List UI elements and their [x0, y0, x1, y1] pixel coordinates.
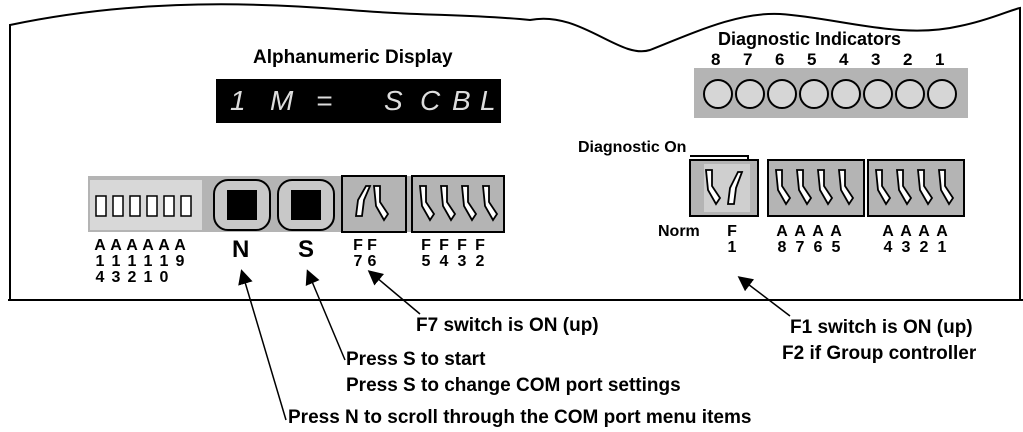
rocker-switches-a8-a5	[775, 169, 855, 206]
display-title: Alphanumeric Display	[253, 47, 453, 68]
rocker-switches-f1	[705, 169, 744, 206]
indicator-number: 3	[871, 50, 881, 69]
f7-label: F 7	[353, 237, 363, 270]
indicator-number: 6	[775, 50, 785, 69]
norm-label: Norm	[658, 223, 700, 240]
indicator-number: 7	[743, 50, 753, 69]
a4-label: A 4	[882, 223, 894, 256]
f6-label: F 6	[367, 237, 377, 270]
a7-label: A 7	[794, 223, 806, 256]
indicator-number: 2	[903, 50, 913, 69]
dip-switch-icon	[95, 195, 107, 217]
a3-label: A 3	[900, 223, 912, 256]
callout-f7: F7 switch is ON (up)	[416, 315, 599, 336]
dip-label-a14: A 1 4	[94, 237, 106, 286]
callout-n-scroll: Press N to scroll through the COM port m…	[288, 407, 752, 428]
f3-label: F 3	[457, 237, 467, 270]
rocker-down-icon	[817, 169, 834, 206]
n-button-label: N	[232, 236, 250, 263]
rocker-down-icon	[875, 169, 892, 206]
alphanumeric-display: 1 M = S C B L	[216, 79, 501, 123]
dip-switch-icon	[129, 195, 141, 217]
rocker-down-icon	[373, 185, 390, 222]
rocker-switches-a4-a1	[875, 169, 955, 206]
callout-f1: F1 switch is ON (up)	[790, 317, 973, 338]
led-3-icon	[863, 79, 893, 109]
dip-label-a12: A 1 2	[126, 237, 138, 286]
indicator-number: 4	[839, 50, 849, 69]
rocker-down-icon	[419, 185, 436, 222]
display-char: =	[316, 85, 333, 116]
f1-label: F 1	[727, 223, 737, 256]
diagnostic-on-label: Diagnostic On	[578, 139, 687, 156]
rocker-up-icon	[726, 171, 744, 205]
indicators-title: Diagnostic Indicators	[718, 29, 902, 49]
a6-label: A 6	[812, 223, 824, 256]
f1-arrow-icon	[737, 276, 791, 317]
dip-label-a9: A 9	[174, 237, 186, 270]
s-arrow-icon	[305, 269, 346, 361]
rocker-switches-f7-f6	[354, 185, 390, 222]
callout-s-com: Press S to change COM port settings	[346, 375, 681, 396]
rocker-switches-f5-f2	[419, 185, 499, 222]
rocker-down-icon	[440, 185, 457, 222]
indicator-number: 1	[935, 50, 945, 69]
f2-label: F 2	[475, 237, 485, 270]
rocker-down-icon	[796, 169, 813, 206]
led-7-icon	[735, 79, 765, 109]
s-button-label: S	[298, 236, 315, 263]
dip-label-a10: A 1 0	[158, 237, 170, 286]
rocker-down-icon	[705, 169, 722, 206]
dip-switch-icon	[180, 195, 192, 217]
callout-s-start: Press S to start	[346, 349, 486, 370]
indicator-number: 5	[807, 50, 817, 69]
panel-outline	[9, 3, 1021, 300]
rocker-down-icon	[482, 185, 499, 222]
rocker-up-icon	[354, 185, 372, 217]
display-char: 1	[230, 85, 246, 116]
dip-switch-icon	[112, 195, 124, 217]
led-2-icon	[895, 79, 925, 109]
a2-label: A 2	[918, 223, 930, 256]
display-char: L	[480, 85, 496, 116]
rocker-down-icon	[896, 169, 913, 206]
led-8-icon	[703, 79, 733, 109]
indicator-number: 8	[711, 50, 721, 69]
dip-switch-icon	[146, 195, 158, 217]
rocker-down-icon	[917, 169, 934, 206]
a5-label: A 5	[830, 223, 842, 256]
dip-label-a11: A 1 1	[142, 237, 154, 286]
led-5-icon	[799, 79, 829, 109]
led-6-icon	[767, 79, 797, 109]
f4-label: F 4	[439, 237, 449, 270]
display-char: M	[270, 85, 294, 116]
led-1-icon	[927, 79, 957, 109]
rocker-down-icon	[938, 169, 955, 206]
led-row	[703, 79, 957, 109]
n-arrow-icon	[238, 269, 287, 421]
display-char: S	[384, 85, 403, 116]
a1-label: A 1	[936, 223, 948, 256]
f7-arrow-icon	[367, 270, 421, 315]
led-4-icon	[831, 79, 861, 109]
display-char: B	[452, 85, 471, 116]
display-char: C	[420, 85, 441, 116]
rocker-down-icon	[461, 185, 478, 222]
f7-f6-switch-block	[341, 175, 407, 233]
rocker-down-icon	[775, 169, 792, 206]
dip-switches	[95, 195, 192, 217]
callout-f2: F2 if Group controller	[782, 343, 977, 364]
dip-label-a13: A 1 3	[110, 237, 122, 286]
dip-switch-icon	[163, 195, 175, 217]
a8-label: A 8	[776, 223, 788, 256]
rocker-down-icon	[838, 169, 855, 206]
f5-label: F 5	[421, 237, 431, 270]
